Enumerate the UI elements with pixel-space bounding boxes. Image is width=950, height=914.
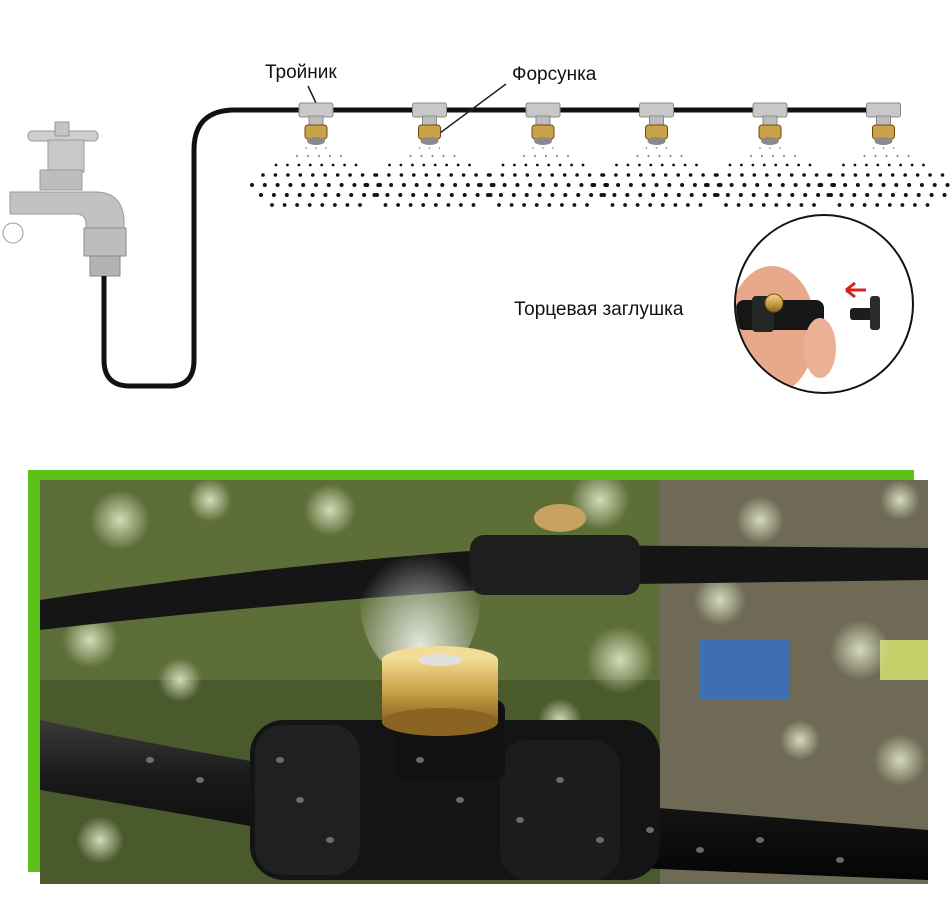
hose-line (101, 107, 890, 389)
tee-icon (752, 102, 788, 126)
tee-icon (525, 102, 561, 126)
nozzle-leader-line (439, 83, 507, 134)
tee-icon (412, 102, 447, 126)
spray-icon (250, 147, 382, 207)
tee-icon (298, 102, 334, 126)
nozzle-label: Форсунка (512, 64, 597, 85)
tee-icon (866, 102, 901, 126)
end-cap-label: Торцевая заглушка (514, 299, 684, 320)
spray-icon (363, 147, 496, 207)
nozzle-icon (304, 124, 328, 145)
mist-nozzle-photo (28, 470, 928, 884)
spray-icon (590, 147, 723, 207)
end-cap-photo (734, 214, 914, 394)
nozzle-icon (872, 124, 895, 145)
tee-label: Тройник (265, 62, 337, 83)
spray-icon (817, 147, 950, 207)
spray-icon (704, 147, 836, 207)
tee-icon (639, 102, 674, 126)
spray-icon (477, 147, 609, 207)
nozzle-icon (758, 124, 782, 145)
nozzle-icon (418, 124, 441, 145)
faucet-icon (2, 121, 127, 277)
tee-nozzle-row (250, 102, 950, 207)
nozzle-icon (531, 124, 555, 145)
nozzle-icon (645, 124, 668, 145)
tee-leader-line (307, 85, 317, 104)
